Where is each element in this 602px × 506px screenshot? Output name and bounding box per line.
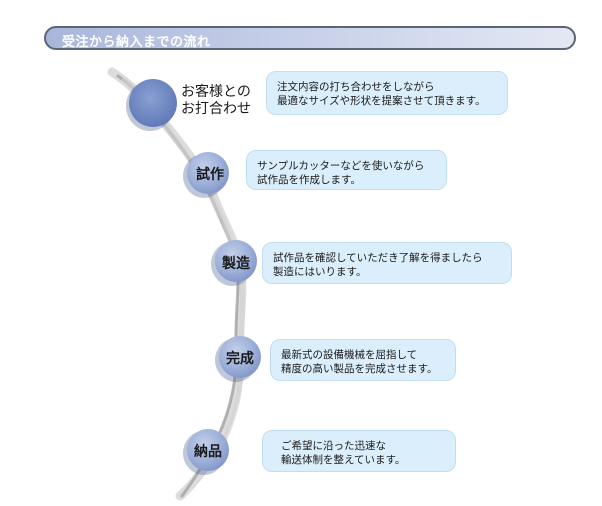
step-node-5 bbox=[183, 429, 229, 475]
flow-stream bbox=[107, 67, 247, 501]
description-line: ご希望に沿った迅速な bbox=[281, 440, 386, 452]
description-line: 精度の高い製品を完成させます。 bbox=[281, 363, 438, 375]
step-description-prototype: サンプルカッターなどを使いながら 試作品を作成します。 bbox=[246, 150, 447, 190]
section-header: 受注から納入までの流れ bbox=[44, 26, 576, 50]
step-label-delivery: 納品 bbox=[194, 444, 222, 460]
step-node-3 bbox=[211, 240, 257, 286]
step-label-consultation: お客様との お打合わせ bbox=[181, 84, 251, 118]
description-line: 試作品を作成します。 bbox=[257, 174, 361, 186]
step-description-delivery: ご希望に沿った迅速な 輸送体制を整えています。 bbox=[262, 430, 456, 472]
description-line: 試作品を確認していただき了解を得ましたら bbox=[273, 252, 483, 264]
step-label-line: お客様との bbox=[181, 84, 251, 100]
section-title: 受注から納入までの流れ bbox=[62, 35, 211, 50]
step-label-prototype: 試作 bbox=[196, 167, 224, 183]
description-line: 注文内容の打ち合わせをしながら bbox=[277, 81, 435, 93]
step-label-completion: 完成 bbox=[226, 351, 254, 367]
description-line: 輸送体制を整えています。 bbox=[281, 454, 406, 466]
description-line: サンプルカッターなどを使いながら bbox=[257, 160, 425, 172]
description-line: 最適なサイズや形状を提案させて頂きます。 bbox=[277, 95, 486, 107]
description-line: 最新式の設備機械を屈指して bbox=[281, 349, 418, 361]
step-description-completion: 最新式の設備機械を屈指して 精度の高い製品を完成させます。 bbox=[270, 339, 456, 381]
step-description-consultation: 注文内容の打ち合わせをしながら 最適なサイズや形状を提案させて頂きます。 bbox=[266, 71, 508, 115]
description-line: 製造にはいります。 bbox=[273, 266, 367, 278]
step-label-manufacturing: 製造 bbox=[222, 256, 250, 272]
step-node-1 bbox=[126, 79, 177, 131]
step-description-manufacturing: 試作品を確認していただき了解を得ましたら 製造にはいります。 bbox=[262, 242, 512, 284]
step-label-line: お打合わせ bbox=[181, 101, 251, 117]
step-node-4 bbox=[215, 336, 261, 382]
step-node-2 bbox=[183, 152, 229, 198]
